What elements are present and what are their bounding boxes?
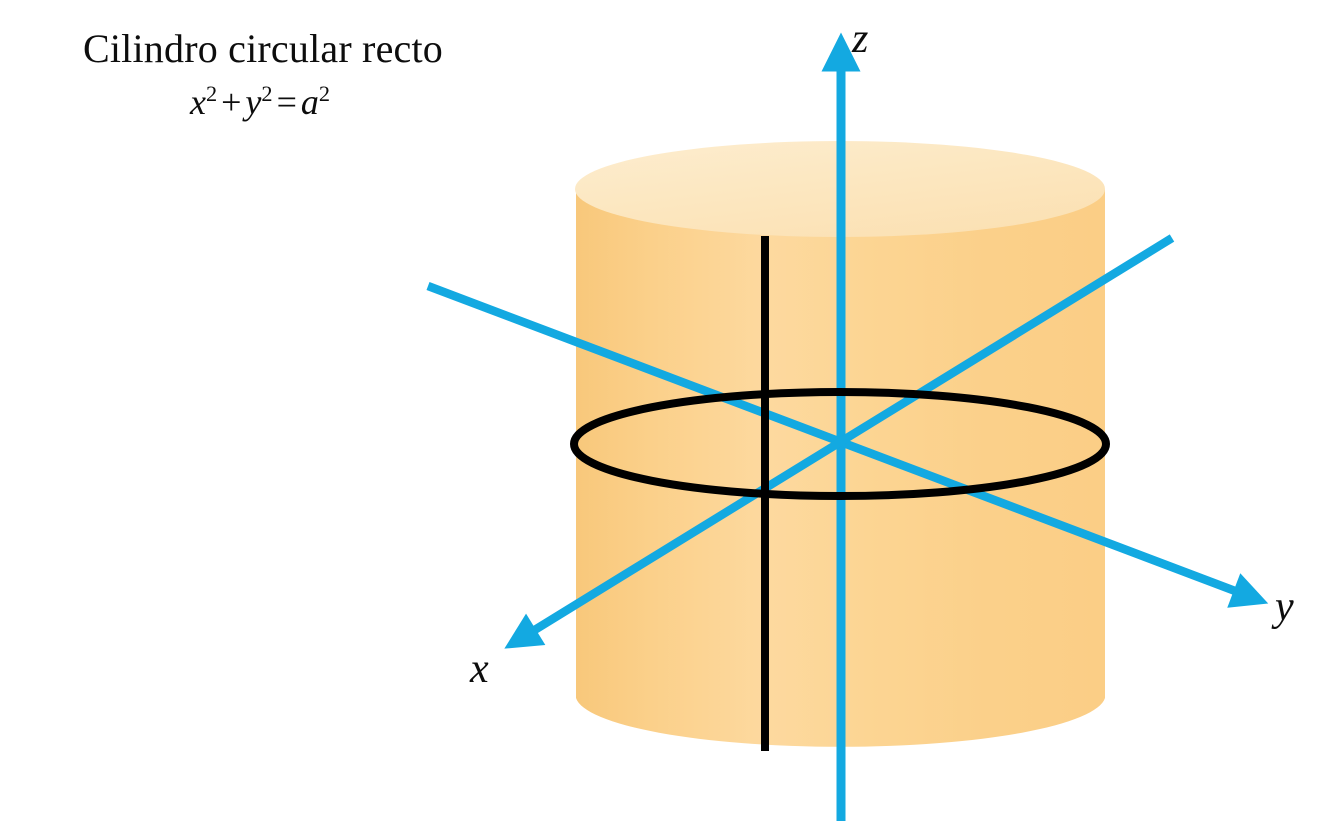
equation-term-2-base: y [245, 82, 262, 122]
equation-operator-plus: + [221, 82, 242, 122]
caption-block: Cilindro circular recto x2+y2=a2 [0, 26, 520, 126]
z-axis-label: z [852, 16, 869, 62]
x-axis-label: x [470, 646, 489, 692]
equator-circle-trace [570, 388, 1110, 500]
figure-equation: x2+y2=a2 [0, 78, 520, 126]
equation-term-3-base: a [300, 82, 319, 122]
equation-term-1-exponent: 2 [205, 81, 218, 106]
figure-title: Cilindro circular recto [82, 26, 443, 71]
y-axis-label: y [1275, 584, 1294, 630]
equation-term-1-base: x [189, 82, 206, 122]
equation-operator-equals: = [276, 82, 297, 122]
equation-term-2-exponent: 2 [261, 81, 273, 106]
equation-term-3-exponent: 2 [318, 81, 331, 106]
x-axis [504, 234, 1175, 649]
